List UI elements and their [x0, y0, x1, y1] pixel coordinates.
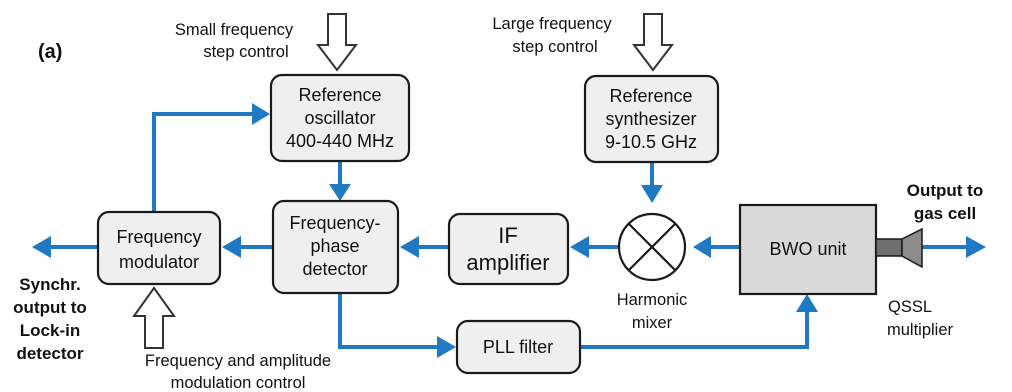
arrowhead-synchr-output: [32, 236, 51, 258]
small-step-control-arrow: [315, 13, 359, 72]
qssl-line2: multiplier: [887, 321, 954, 339]
bwo-unit-label: BWO unit: [769, 239, 846, 259]
wire-pll-to-bwo: [580, 312, 809, 349]
synchr-output-line3: Lock-in: [20, 321, 80, 340]
qssl-line1: QSSL: [888, 298, 932, 316]
wire-modulator-to-oscillator: [152, 112, 252, 212]
arrowhead-into-bwo: [796, 294, 818, 312]
detector-line3: detector: [302, 259, 367, 279]
arrowhead-into-pll: [437, 336, 456, 358]
arrowhead-into-mixer-right: [693, 236, 711, 258]
gas-cell-output-line2: gas cell: [914, 204, 976, 223]
modulation-control-arrow: [132, 286, 176, 349]
reference-oscillator-line2: oscillator: [304, 108, 375, 128]
reference-synthesizer-line1: Reference: [609, 86, 692, 106]
harmonic-mixer-line1: Harmonic: [617, 291, 688, 309]
large-step-control-arrow: [631, 13, 675, 72]
arrowhead-into-oscillator: [252, 103, 270, 125]
wire-detector-to-pll: [338, 293, 437, 349]
arrowhead-into-modulator: [222, 236, 241, 258]
panel-label: (a): [38, 41, 62, 63]
small-step-control-line1: Small frequency: [175, 21, 294, 39]
arrowhead-into-if: [570, 236, 589, 258]
bwo-unit-block: BWO unit: [738, 203, 878, 296]
modulation-control-line2: modulation control: [171, 374, 306, 392]
pll-filter-label: PLL filter: [483, 337, 553, 357]
gas-cell-output-line1: Output to: [907, 181, 983, 200]
harmonic-mixer-symbol: [617, 212, 687, 282]
if-amplifier-line1: IF: [498, 223, 518, 248]
frequency-modulator-line2: modulator: [119, 252, 199, 272]
detector-line1: Frequency-: [289, 213, 380, 233]
arrowhead-gas-cell: [966, 236, 986, 258]
frequency-modulator-block: Frequency modulator: [96, 210, 222, 286]
frequency-phase-detector-block: Frequency- phase detector: [271, 199, 400, 295]
large-step-control-line1: Large frequency: [492, 15, 612, 33]
synchr-output-line2: output to: [13, 298, 87, 317]
reference-synthesizer-line3: 9-10.5 GHz: [605, 132, 697, 152]
harmonic-mixer-line2: mixer: [632, 314, 673, 332]
signal-wires: [32, 103, 986, 358]
reference-synthesizer-block: Reference synthesizer 9-10.5 GHz: [583, 74, 720, 164]
modulation-control-line1: Frequency and amplitude: [145, 352, 331, 370]
frequency-modulator-line1: Frequency: [116, 227, 201, 247]
arrowhead-into-mixer: [641, 185, 663, 203]
qssl-multiplier-symbol: [875, 227, 923, 269]
reference-oscillator-block: Reference oscillator 400-440 MHz: [269, 73, 411, 163]
arrowhead-into-detector: [329, 184, 351, 201]
synchr-output-line4: detector: [16, 344, 83, 363]
large-step-control-line2: step control: [512, 38, 597, 56]
if-amplifier-line2: amplifier: [466, 250, 549, 275]
detector-line2: phase: [310, 236, 359, 256]
reference-oscillator-line1: Reference: [298, 85, 381, 105]
if-amplifier-block: IF amplifier: [447, 212, 570, 286]
synchr-output-line1: Synchr.: [19, 275, 80, 294]
reference-oscillator-line3: 400-440 MHz: [286, 131, 394, 151]
arrowhead-into-detector-right: [400, 236, 419, 258]
pll-filter-block: PLL filter: [455, 319, 582, 375]
small-step-control-line2: step control: [203, 43, 288, 61]
reference-synthesizer-line2: synthesizer: [605, 109, 696, 129]
